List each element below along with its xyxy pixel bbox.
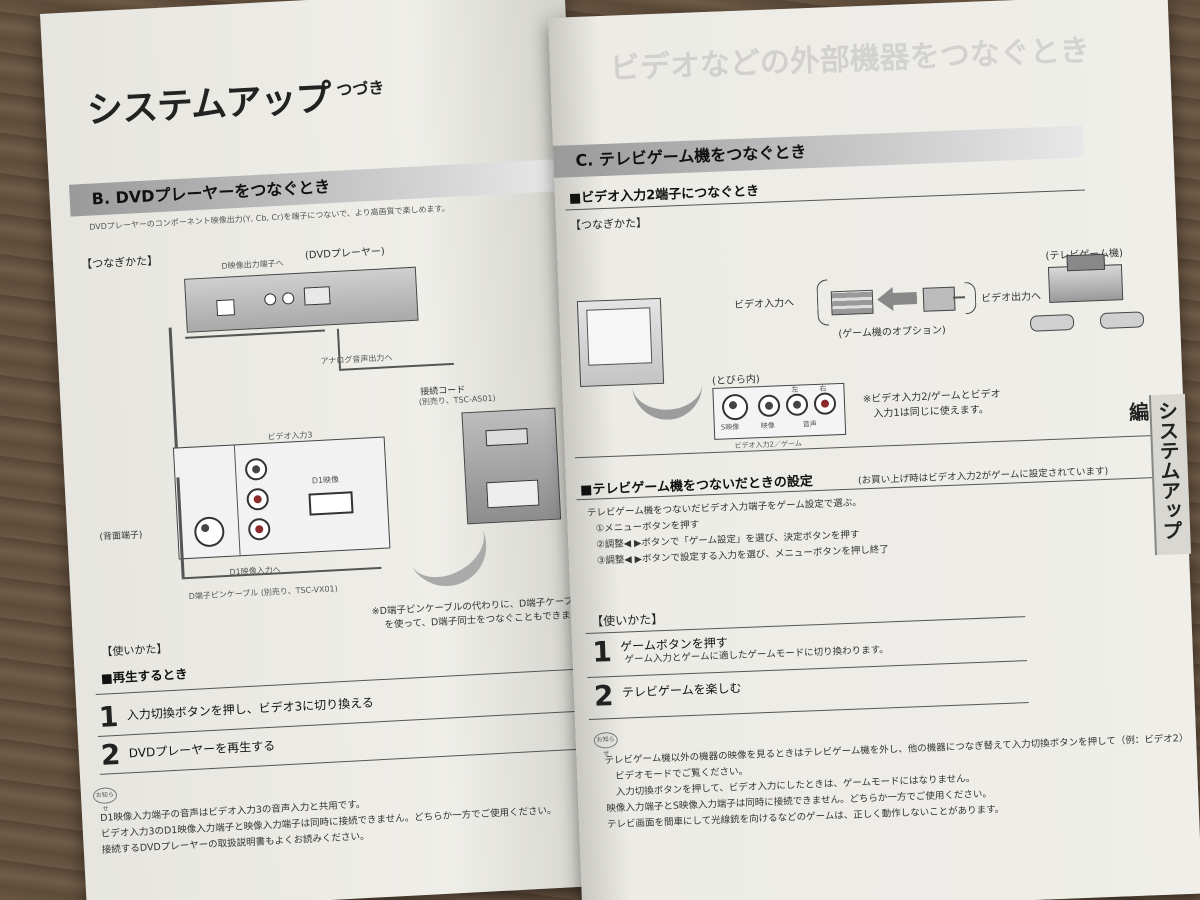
panel-audio-label: 音声 [802,419,817,429]
step-text: DVDプレーヤーを再生する [128,738,276,761]
step-divider [588,702,1029,720]
note-item: テレビゲーム機以外の機器の映像を見るときはテレビゲーム機を外し、他の機器につなぎ… [604,732,1189,767]
jack [247,517,271,541]
left-page: システムアップ つづき B. DVDプレーヤーをつなぐとき DVDプレーヤーのコ… [40,0,612,900]
step-number: 2 [100,737,122,772]
bleed-through-text: ビデオなどの外部機器をつなぐとき [609,33,1091,87]
dvd-d-port [303,286,331,306]
back-panel: ビデオ入力3 D1映像 [172,430,391,560]
dvd-player [184,266,419,333]
step-text: テレビゲームを楽しむ [621,681,742,700]
dvd-port [216,299,236,317]
settings-step: ①メニューボタンを押す [595,519,700,535]
direction-arrow [877,286,918,312]
analog-audio-label: アナログ音声出力へ [320,353,393,366]
game-connection-diagram: ビデオ入力へ ビデオ出力へ (ゲーム機のオプション) (テレビゲーム機) (とび… [548,0,1168,450]
panel-right-label: 右 [819,384,827,393]
input-panel: S映像 映像 左 右 音声 [712,382,847,440]
bracket [816,279,830,326]
section-title: B. DVDプレーヤーをつなぐとき [91,177,331,209]
d-output-label: D映像出力端子へ [221,258,284,271]
back-terminal-label: (背面端子) [99,530,143,543]
curved-arrow [408,521,501,601]
step-text: 入力切換ボタンを押し、ビデオ3に切り換える [126,695,375,723]
panel-video-label: 映像 [760,421,775,431]
step-number: 1 [98,699,120,734]
settings-intro: テレビゲーム機をつないだビデオ入力端子をゲーム設定で選ぶ。 [586,497,862,519]
dvd-connection-diagram: (DVDプレーヤー) D映像出力端子へ アナログ音声出力へ 接続コード (別売り… [40,0,564,601]
dvd-port [263,293,277,306]
controller-icon [1029,314,1075,332]
video-jack [757,394,781,418]
panel-left-label: 左 [791,385,799,394]
playback-heading: ■再生するとき [100,666,188,686]
side-tab: システムアップ編 [1125,393,1192,556]
page-title-suffix: つづき [335,78,385,100]
jack [244,457,268,481]
info-icon: お知らせ [92,787,118,813]
d-cable-label: D端子ピンケーブル (別売り、TSC-VX01) [188,584,338,602]
usage-heading: 【使いかた】 [590,612,664,629]
panel-s-label: S映像 [720,422,740,432]
step-number: 1 [591,635,613,669]
panel-note-2: 入力1は同じに使えます。 [873,404,989,420]
info-icon: お知らせ [593,731,619,757]
audio-left-jack [785,393,809,417]
connect-heading: 【つなぎかた】 [569,216,648,233]
controller-icon [1099,311,1145,330]
dvd-player-label: (DVDプレーヤー) [304,246,386,262]
usage-heading: 【使いかた】 [101,642,168,659]
jack [246,487,270,511]
cable-line [952,296,966,299]
door-inside-label: (とびら内) [711,374,761,387]
tv-screen [586,307,653,366]
page-title: システムアップ [86,77,332,132]
tv-port [485,428,529,447]
rule [574,435,1155,459]
rca-plugs [830,289,874,316]
adapter-plug [922,286,956,312]
curved-arrow [631,372,704,422]
option-label: (ゲーム機のオプション) [838,324,947,341]
step-number: 2 [593,678,615,713]
d1-port [308,491,354,516]
cable-line [181,566,382,580]
video-output-label: ビデオ出力へ [980,291,1042,305]
video-input-label: ビデオ入力へ [733,297,795,312]
audio-right-jack [813,392,837,416]
dvd-port [281,292,295,305]
right-page: ビデオなどの外部機器をつなぐとき C. テレビゲーム機をつなぐとき ■ビデオ入力… [548,0,1200,900]
section-bar-c: C. テレビゲーム機をつなぐとき [552,125,1084,178]
game-console-illustration [1047,253,1124,303]
tv-side-illustration [461,407,562,525]
connect-heading: 【つなぎかた】 [80,254,159,272]
console-slot [1066,253,1106,272]
d1-label: D1映像 [311,474,340,486]
video-in3-label: ビデオ入力3 [267,430,313,442]
section-title: C. テレビゲーム機をつなぐとき [575,142,807,171]
tv-port [486,479,540,509]
s-video-jack [721,393,749,421]
bracket [964,281,977,315]
